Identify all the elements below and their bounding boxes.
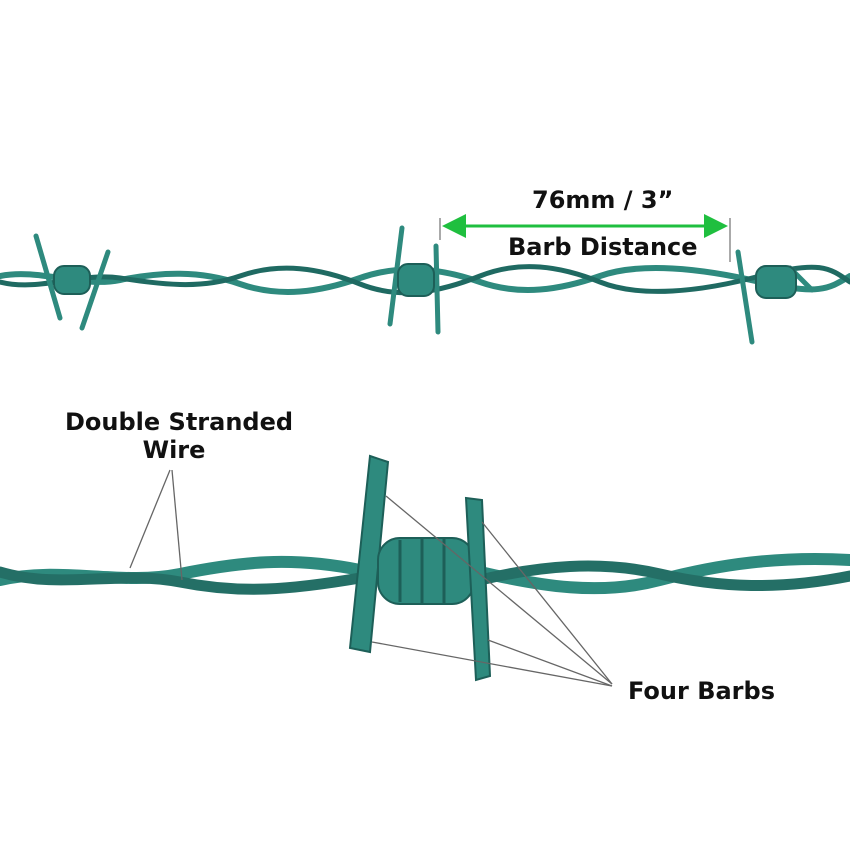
top-barb-left xyxy=(33,233,111,331)
top-barb-middle xyxy=(387,225,441,335)
bottom-barb xyxy=(348,454,492,682)
bottom-wire xyxy=(0,553,850,595)
leader-lines xyxy=(129,469,613,687)
double-stranded-label-line2: Wire xyxy=(142,436,206,464)
double-stranded-wire-label: Double Stranded Wire xyxy=(65,408,294,464)
four-barbs-label: Four Barbs xyxy=(628,677,775,705)
barb-distance-indicator xyxy=(439,214,731,262)
top-barb-right xyxy=(735,249,815,345)
barb-distance-caption: Barb Distance xyxy=(508,233,698,261)
double-stranded-label-line1: Double Stranded xyxy=(65,408,294,436)
barb-distance-value: 76mm / 3” xyxy=(532,186,674,214)
